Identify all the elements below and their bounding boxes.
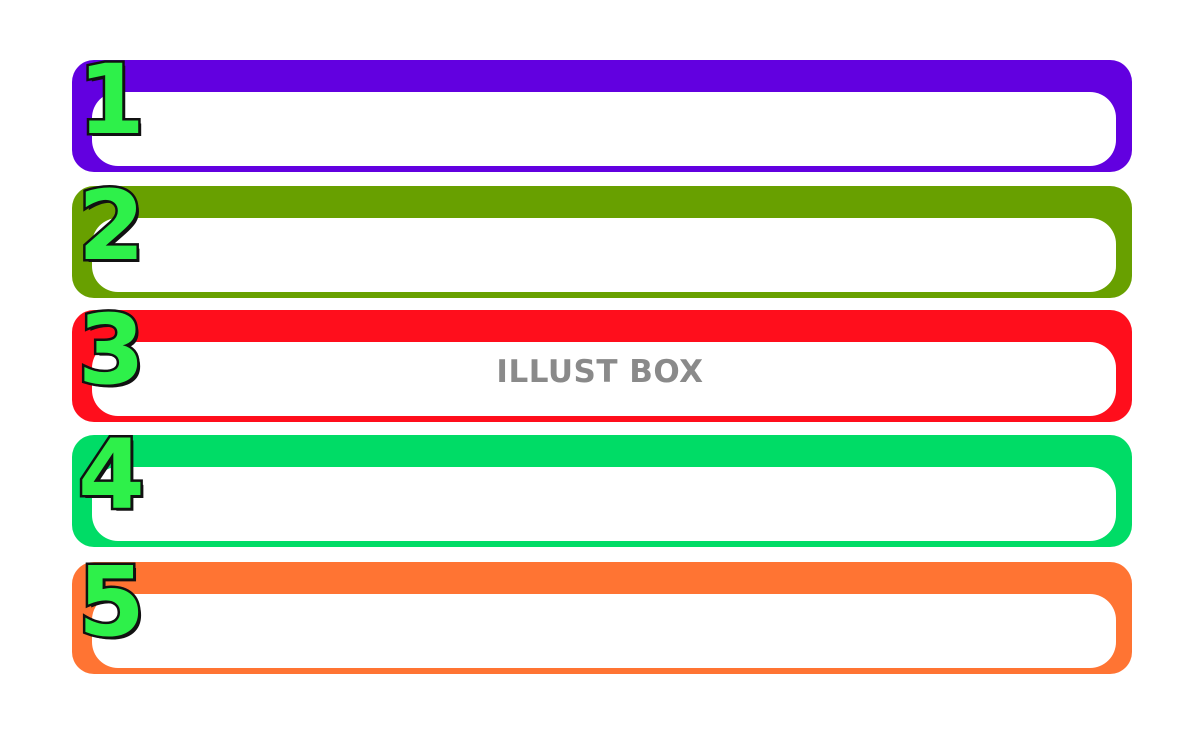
numbered-frame-5: 5 [72, 552, 1132, 674]
frame-2-blank-area [92, 218, 1116, 292]
frame-5-blank-area [92, 594, 1116, 668]
number-badge-3: 3 [76, 294, 148, 406]
number-badge-5: 5 [76, 546, 148, 658]
number-badge-2: 2 [76, 170, 148, 282]
numbered-frame-4: 4 [72, 425, 1132, 547]
frame-4-blank-area [92, 467, 1116, 541]
numbered-frame-3: 3 [72, 300, 1132, 422]
frame-1-blank-area [92, 92, 1116, 166]
numbered-frame-2: 2 [72, 176, 1132, 298]
frame-3-blank-area [92, 342, 1116, 416]
number-badge-1: 1 [76, 44, 148, 156]
number-badge-4: 4 [76, 419, 148, 531]
watermark-text: ILLUST BOX [496, 354, 704, 390]
numbered-frame-1: 1 [72, 50, 1132, 172]
